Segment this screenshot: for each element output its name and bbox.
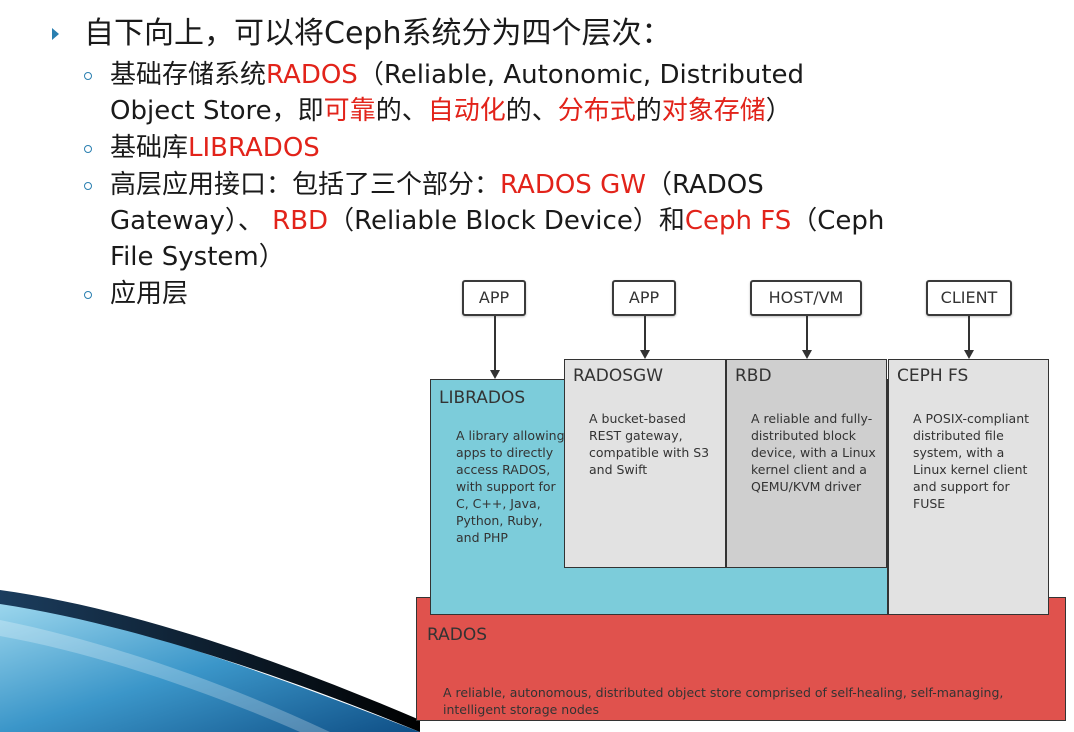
desc-line: Python, Ruby,: [456, 513, 543, 528]
ceph-architecture-diagram: RADOS A reliable, autonomous, distribute…: [412, 276, 1074, 732]
text: （RADOS: [645, 170, 764, 200]
desc-line: and Swift: [589, 462, 648, 477]
desc-line: apps to directly: [456, 445, 554, 460]
desc-line: intelligent storage nodes: [443, 702, 599, 717]
desc-line: A reliable, autonomous, distributed obje…: [443, 685, 1004, 700]
desc-line: and PHP: [456, 530, 508, 545]
circle-bullet-icon: [84, 291, 92, 299]
desc-line: access RADOS,: [456, 462, 551, 477]
arrow-down-icon: [802, 350, 812, 359]
highlight-distributed: 分布式: [557, 96, 636, 126]
arrow-down-icon: [640, 350, 650, 359]
desc-line: A reliable and fully-: [751, 411, 873, 426]
circle-bullet-icon: [84, 182, 92, 190]
desc-line: distributed file: [913, 428, 1004, 443]
librados-description: A library allowing apps to directly acce…: [456, 427, 574, 546]
text: File System）: [110, 242, 285, 272]
desc-line: device, with a Linux: [751, 445, 876, 460]
desc-line: Linux kernel client: [913, 462, 1028, 477]
desc-line: compatible with S3: [589, 445, 710, 460]
desc-line: with support for: [456, 479, 556, 494]
desc-line: REST gateway,: [589, 428, 683, 443]
highlight-object-storage: 对象存储: [661, 96, 766, 126]
text: Gateway）、: [110, 206, 273, 236]
radosgw-title: RADOSGW: [573, 366, 663, 386]
desc-line: FUSE: [913, 496, 946, 511]
text: 的: [635, 96, 662, 126]
desc-line: C, C++, Java,: [456, 496, 541, 511]
text: （Ceph: [791, 206, 885, 236]
desc-line: system, with a: [913, 445, 1005, 460]
sub-bullet-librados: 基础库LIBRADOS: [48, 130, 1058, 166]
app-box-1: APP: [462, 280, 526, 316]
desc-line: QEMU/KVM driver: [751, 479, 862, 494]
app-box-2: APP: [612, 280, 676, 316]
arrow-down-icon: [490, 370, 500, 379]
desc-line: A POSIX-compliant: [913, 411, 1030, 426]
highlight-reliable: 可靠: [323, 96, 376, 126]
triangle-bullet-icon: [52, 28, 59, 40]
text: 应用层: [110, 279, 189, 309]
connector-line: [968, 316, 970, 350]
rbd-description: A reliable and fully- distributed block …: [751, 410, 885, 495]
cephfs-box: CEPH FS A POSIX-compliant distributed fi…: [888, 359, 1049, 615]
cephfs-description: A POSIX-compliant distributed file syste…: [913, 410, 1047, 512]
circle-bullet-icon: [84, 72, 92, 80]
text: 的、: [505, 96, 558, 126]
radosgw-box: RADOSGW A bucket-based REST gateway, com…: [564, 359, 726, 568]
sub-bullet-app-layer: 应用层: [48, 276, 1058, 312]
circle-bullet-icon: [84, 145, 92, 153]
text: 的、: [375, 96, 428, 126]
highlight-cephfs: Ceph FS: [684, 206, 792, 236]
rados-box: RADOS A reliable, autonomous, distribute…: [416, 597, 1066, 721]
highlight-radosgw: RADOS GW: [500, 170, 646, 200]
desc-line: and support for: [913, 479, 1010, 494]
box-label: CLIENT: [940, 288, 998, 307]
desc-line: distributed block: [751, 428, 856, 443]
desc-line: kernel client and a: [751, 462, 867, 477]
text: （Reliable, Autonomic, Distributed: [357, 60, 805, 90]
text: ）: [765, 96, 792, 126]
main-bullet: 自下向上，可以将Ceph系统分为四个层次：: [48, 12, 1058, 56]
text: 基础存储系统: [110, 60, 267, 90]
text: 基础库: [110, 133, 189, 163]
arrow-down-icon: [964, 350, 974, 359]
client-box: CLIENT: [926, 280, 1012, 316]
text: Object Store，即: [110, 96, 324, 126]
rados-description: A reliable, autonomous, distributed obje…: [443, 684, 1053, 718]
box-label: APP: [628, 288, 660, 307]
highlight-rbd: RBD: [272, 206, 329, 236]
text: 高层应用接口：包括了三个部分：: [110, 170, 501, 200]
highlight-automated: 自动化: [427, 96, 506, 126]
rbd-title: RBD: [735, 366, 772, 386]
sub-bullet-rados: 基础存储系统RADOS（Reliable, Autonomic, Distrib…: [48, 57, 1058, 129]
desc-line: A bucket-based: [589, 411, 686, 426]
box-label: APP: [478, 288, 510, 307]
sub-bullet-interfaces: 高层应用接口：包括了三个部分：RADOS GW（RADOS Gateway）、 …: [48, 167, 1058, 275]
librados-title: LIBRADOS: [439, 388, 526, 408]
highlight-librados: LIBRADOS: [188, 133, 320, 163]
decorative-swoosh-shape: [0, 590, 420, 732]
text: （Reliable Block Device）和: [328, 206, 685, 236]
main-bullet-text: 自下向上，可以将Ceph系统分为四个层次：: [84, 16, 672, 51]
bullet-list: 自下向上，可以将Ceph系统分为四个层次： 基础存储系统RADOS（Reliab…: [48, 12, 1058, 312]
connector-line: [806, 316, 808, 350]
box-label: HOST/VM: [768, 288, 844, 307]
desc-line: A library allowing: [456, 428, 565, 443]
highlight-rados: RADOS: [266, 60, 358, 90]
connector-line: [494, 316, 496, 370]
connector-line: [644, 316, 646, 350]
rbd-box: RBD A reliable and fully- distributed bl…: [726, 359, 887, 568]
rados-title: RADOS: [427, 625, 488, 645]
cephfs-title: CEPH FS: [897, 366, 969, 386]
radosgw-description: A bucket-based REST gateway, compatible …: [589, 410, 723, 478]
host-vm-box: HOST/VM: [750, 280, 862, 316]
